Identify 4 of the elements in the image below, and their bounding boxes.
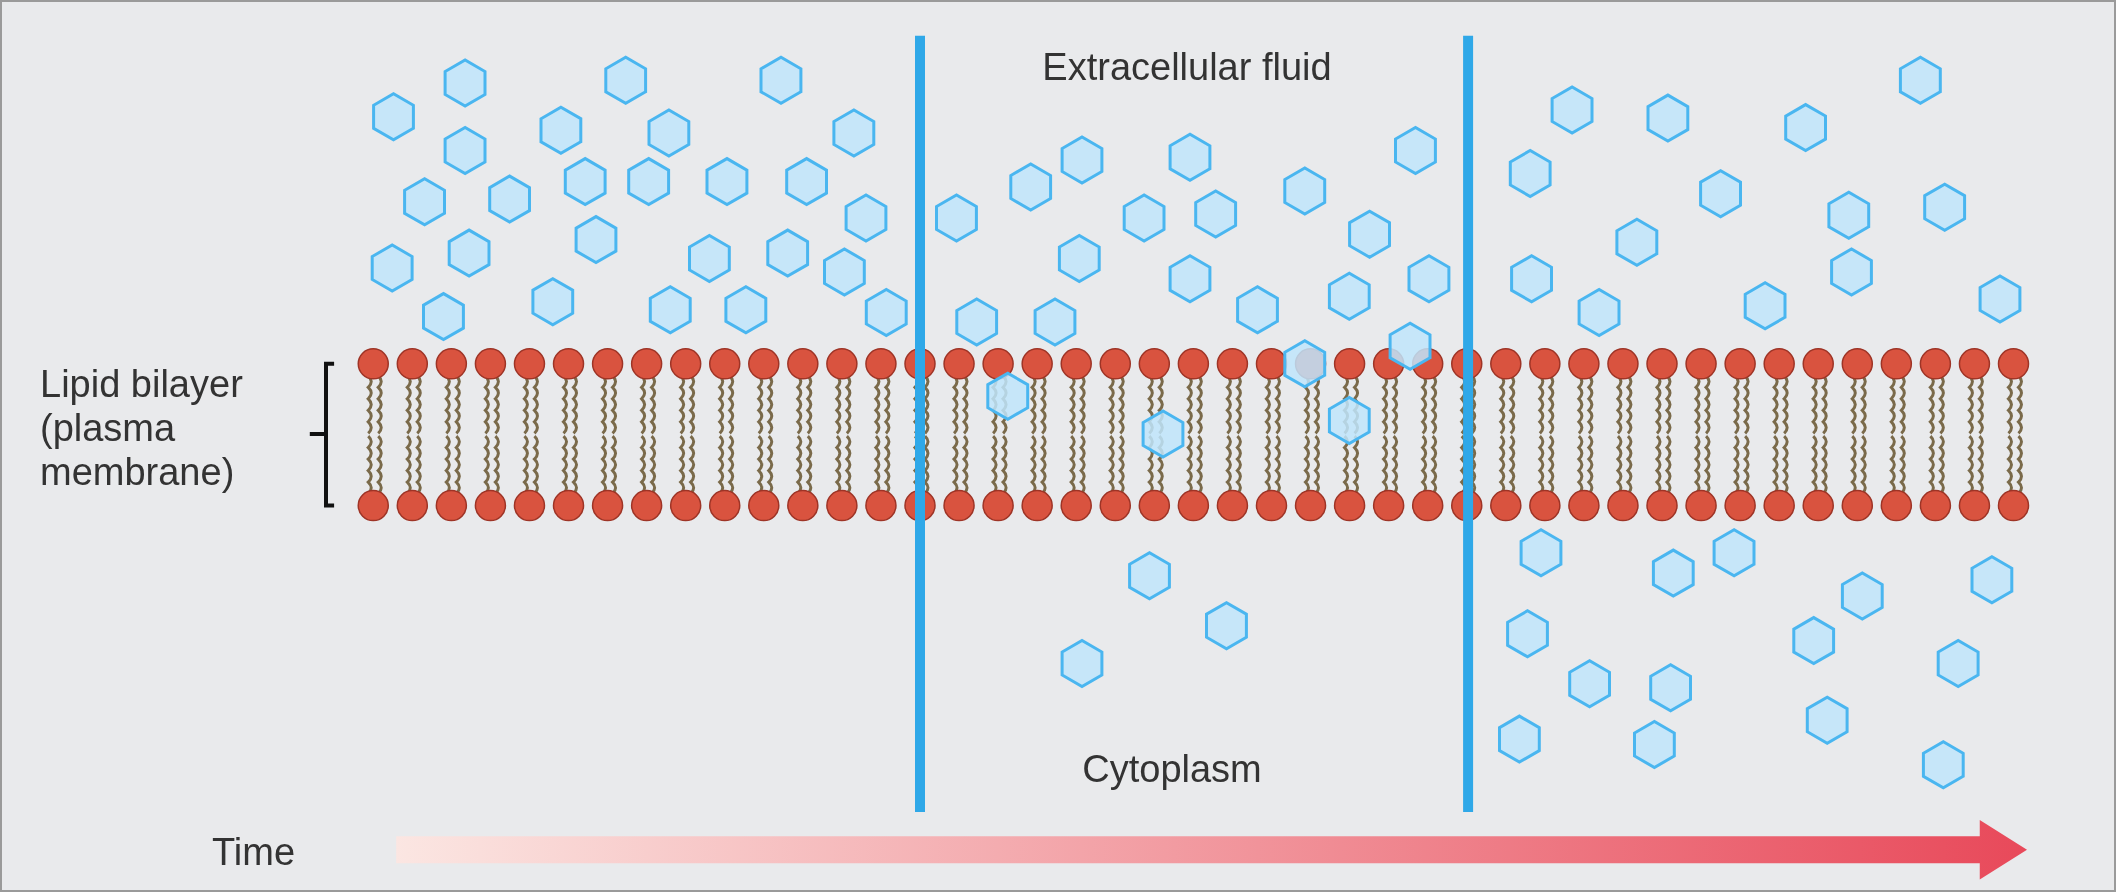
axis-label: Time bbox=[212, 830, 297, 874]
region-label: Extracellular fluid bbox=[1041, 45, 1333, 89]
structure-label: Lipid bilayer (plasma membrane) bbox=[40, 362, 244, 494]
region-label: Cytoplasm bbox=[1081, 747, 1263, 791]
